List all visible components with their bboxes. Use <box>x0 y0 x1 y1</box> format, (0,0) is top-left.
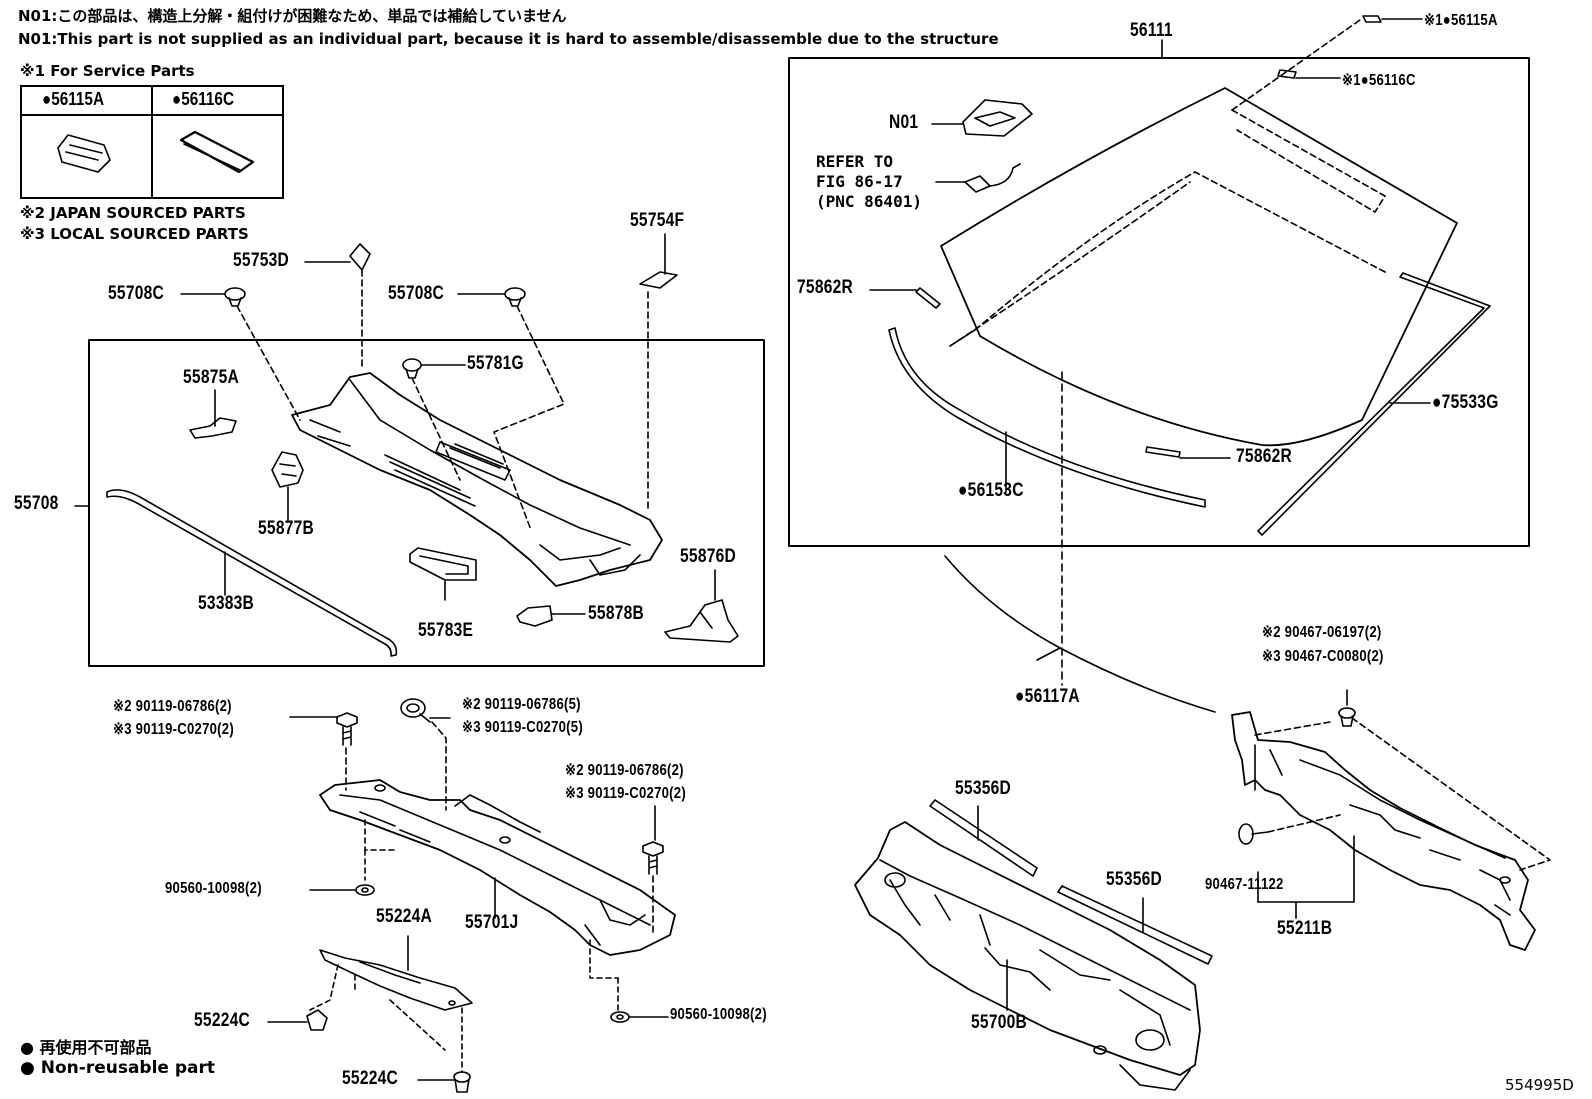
label-bolt-right-2: ※3 90119-C0270(2) <box>565 785 686 802</box>
windshield-glass <box>940 87 1458 447</box>
strip-75862R-lower <box>1145 446 1181 458</box>
label-55356D-upper: 55356D <box>955 778 1012 799</box>
bracket-55875A <box>189 389 237 439</box>
service-table-col2: ●56116C <box>172 89 234 109</box>
label-55700B: 55700B <box>971 1012 1028 1033</box>
label-bolt-right-1: ※2 90119-06786(2) <box>565 762 684 779</box>
label-bolt-left-1: ※2 90119-06786(2) <box>113 698 232 715</box>
bolt-left <box>336 712 358 746</box>
bracket-55877B <box>271 451 304 521</box>
windshield-group-frame <box>788 57 1530 547</box>
label-56115A: ※1●56115A <box>1424 12 1498 29</box>
panel-55783E <box>409 547 477 601</box>
label-56116C: ※1●56116C <box>1342 72 1416 89</box>
seal-55356D-upper <box>929 799 1038 877</box>
label-90560-upper: 90560-10098(2) <box>165 880 262 897</box>
label-55211B: 55211B <box>1277 918 1333 939</box>
label-55224C-lower: 55224C <box>342 1068 399 1089</box>
cowl-group-frame <box>88 339 765 667</box>
cover-55224A <box>319 949 473 1011</box>
clip-55708C-left <box>224 287 246 307</box>
label-55876D: 55876D <box>680 546 737 567</box>
bracket-55876D <box>664 569 739 643</box>
legend-non-reusable-en: ● Non-reusable part <box>20 1058 216 1078</box>
label-55224A: 55224A <box>376 906 433 927</box>
label-clip-2: ※3 90467-C0080(2) <box>1262 648 1384 665</box>
label-56117A: ●56117A <box>1015 686 1080 707</box>
windshield-dashed-inner <box>974 171 1386 331</box>
label-90467-11122: 90467-11122 <box>1205 876 1284 893</box>
note-service-parts: ※1 For Service Parts <box>20 62 195 80</box>
service-parts-table: ●56115A ●56116C <box>20 85 284 199</box>
strip-56117A <box>944 555 1216 713</box>
label-55753D: 55753D <box>233 250 290 271</box>
seal-53383B <box>106 489 398 657</box>
dam-56153C <box>888 327 1206 508</box>
refer-line-3: (PNC 86401) <box>816 192 922 211</box>
label-55356D-lower: 55356D <box>1106 869 1163 890</box>
bracket-55878B <box>516 605 586 627</box>
washer-90560-b <box>610 1011 630 1023</box>
note-japan-sourced: ※2 JAPAN SOURCED PARTS <box>20 204 246 222</box>
pad-56116C-icon <box>179 130 255 174</box>
label-55781G: 55781G <box>467 353 524 374</box>
label-55224C-upper: 55224C <box>194 1010 251 1031</box>
seal-55356D-lower <box>1057 885 1213 965</box>
label-55875A: 55875A <box>183 367 240 388</box>
service-table-col1: ●56115A <box>42 89 104 109</box>
moulding-75533G <box>1257 272 1491 536</box>
clip-90467-upper <box>1338 707 1356 727</box>
label-55708C-left: 55708C <box>108 283 165 304</box>
clip-56115A-icon <box>57 134 111 173</box>
label-55783E: 55783E <box>418 620 474 641</box>
label-55754F: 55754F <box>630 210 685 231</box>
label-90560-lower: 90560-10098(2) <box>670 1006 767 1023</box>
label-56153C: ●56153C <box>958 480 1024 501</box>
note-n01-en: N01:This part is not supplied as an indi… <box>18 30 999 48</box>
figure-id: 554995D <box>1505 1076 1574 1094</box>
label-56111: 56111 <box>1130 20 1173 41</box>
clip-55224C-lower <box>453 1071 471 1093</box>
cowl-louver-55708 <box>291 372 663 587</box>
label-55878B: 55878B <box>588 603 645 624</box>
label-bolt-center-2: ※3 90119-C0270(5) <box>462 719 583 736</box>
label-55877B: 55877B <box>258 518 315 539</box>
label-clip-1: ※2 90467-06197(2) <box>1262 624 1382 641</box>
label-75862R-lower: 75862R <box>1236 446 1293 467</box>
legend-non-reusable-ja: ● 再使用不可部品 <box>20 1038 152 1057</box>
n01-bracket <box>931 99 1033 137</box>
refer-line-1: REFER TO <box>816 152 894 171</box>
label-53383B: 53383B <box>198 593 255 614</box>
sensor-connector <box>935 163 1021 193</box>
label-55708C-right: 55708C <box>388 283 445 304</box>
clip-55781G <box>402 358 422 379</box>
label-55708: 55708 <box>14 493 59 514</box>
label-75533G: ●75533G <box>1432 392 1499 413</box>
refer-note: REFER TO FIG 86-17 (PNC 86401) <box>816 152 922 212</box>
bolt-center <box>400 698 431 723</box>
bolt-right <box>642 841 664 875</box>
label-bolt-center-1: ※2 90119-06786(5) <box>462 696 581 713</box>
label-55701J: 55701J <box>465 912 519 933</box>
clip-90467-lower <box>1238 823 1269 845</box>
label-75862R-upper: 75862R <box>797 277 854 298</box>
note-n01-ja: N01:この部品は、構造上分解・組付けが困難なため、単品では補給していません <box>18 7 567 25</box>
cowl-top-panel-55701J <box>319 779 676 956</box>
refer-line-2: FIG 86-17 <box>816 172 903 191</box>
cowl-side-member-55211B <box>1231 711 1536 951</box>
note-local-sourced: ※3 LOCAL SOURCED PARTS <box>20 225 249 243</box>
label-N01: N01 <box>889 112 919 133</box>
clip-55224C-upper <box>306 1009 328 1031</box>
label-bolt-left-2: ※3 90119-C0270(2) <box>113 721 234 738</box>
strip-75862R-upper <box>915 287 941 309</box>
clip-55708C-right <box>504 287 526 307</box>
dash-panel-55700B <box>854 821 1201 1091</box>
washer-90560-a <box>355 884 375 896</box>
